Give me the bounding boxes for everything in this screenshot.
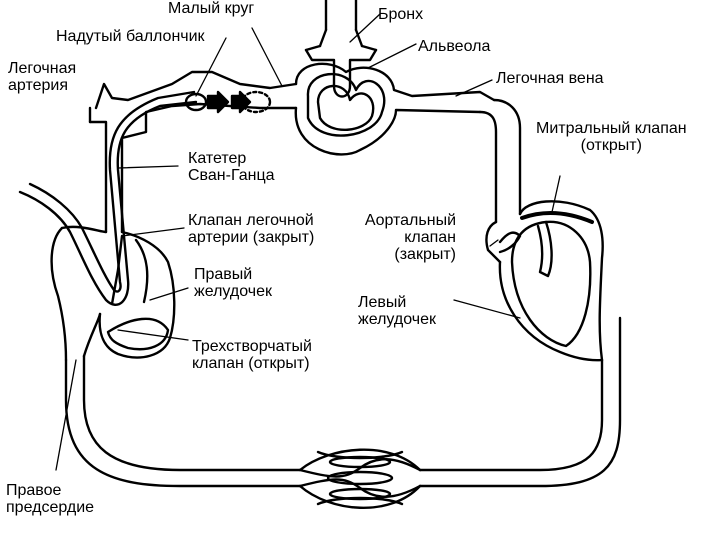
- label-bronchus: Бронх: [378, 6, 424, 23]
- label-right-ventricle: Правый желудочек: [194, 266, 272, 300]
- leader-lines: [55, 13, 561, 471]
- label-small-circle: Малый круг: [168, 0, 255, 17]
- balloon-flow: [184, 90, 272, 114]
- alveolus: [306, 73, 386, 137]
- label-mitral-valve: Митральный клапан (открыт): [536, 120, 687, 154]
- label-tricuspid-valve: Трехстворчатый клапан (открыт): [192, 338, 312, 372]
- label-aortic-valve: Аортальный клапан (закрыт): [364, 212, 456, 263]
- label-pulmonary-vein: Легочная вена: [496, 70, 604, 87]
- left-ventricle-wall: [510, 220, 592, 348]
- mitral-valve-leaflet: [536, 220, 553, 278]
- flow-arrow-1: [206, 90, 230, 114]
- label-right-atrium: Правое предсердие: [6, 482, 95, 516]
- right-heart: [50, 225, 176, 362]
- right-ventricle-wall: [106, 317, 170, 351]
- inflated-balloon: [184, 92, 208, 112]
- aortic-valve-leaflet: [498, 231, 522, 254]
- balloon-outline: [240, 90, 272, 114]
- label-left-ventricle: Левый желудочек: [358, 294, 436, 328]
- label-pulmonary-artery: Легочная артерия: [8, 60, 77, 94]
- label-catheter: Катетер Сван-Ганца: [188, 150, 275, 184]
- left-heart: [485, 200, 604, 362]
- label-alveolus: Альвеола: [418, 38, 491, 55]
- swan-ganz-catheter: [18, 90, 198, 306]
- pulmonary-artery: [88, 70, 298, 234]
- label-pulmonary-valve: Клапан легочной артерии (закрыт): [188, 212, 315, 246]
- label-inflated-balloon: Надутый баллончик: [56, 28, 205, 45]
- pulmonary-vein: [478, 98, 522, 224]
- systemic-circuit: [64, 316, 622, 488]
- capillary-bed: [298, 448, 422, 509]
- bronchus: [304, 0, 378, 98]
- alveolus-pocket: [294, 62, 496, 156]
